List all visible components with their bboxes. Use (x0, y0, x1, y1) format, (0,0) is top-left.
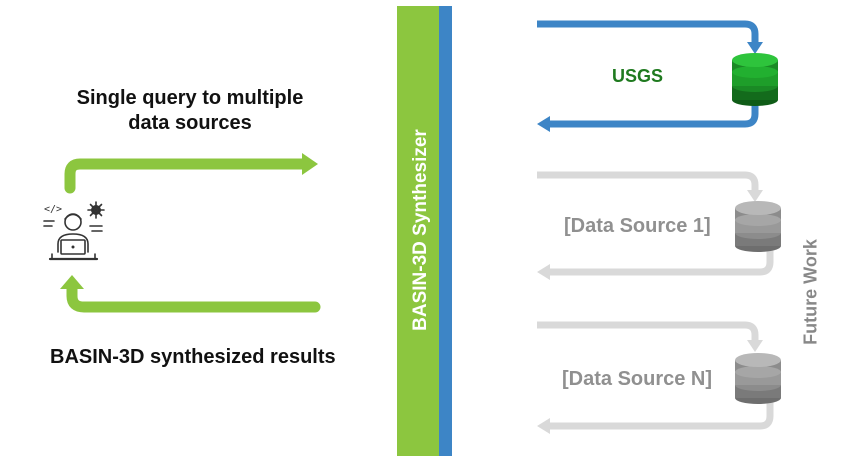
dsn-database-icon (735, 353, 781, 404)
usgs-response-arrow (537, 100, 759, 132)
usgs-database-icon (732, 53, 778, 106)
svg-text:</>: </> (44, 204, 62, 215)
results-label: BASIN-3D synthesized results (50, 346, 336, 368)
synthesizer-bar-green (397, 6, 439, 456)
results-arrow (60, 275, 321, 313)
synthesizer-label: BASIN-3D Synthesizer (410, 129, 431, 331)
query-label: Single query to multiple data sources (76, 87, 304, 134)
dsn-request-arrow (537, 321, 763, 352)
future-work-label: Future Work (800, 239, 821, 345)
synthesizer-bar-blue (439, 6, 452, 456)
usgs-request-arrow (537, 20, 763, 54)
ds1-database-icon (735, 201, 781, 252)
data-source-n-label: [Data Source N] (562, 368, 713, 390)
data-source-1-label: [Data Source 1] (564, 215, 711, 237)
usgs-label: USGS (612, 66, 664, 86)
query-arrow (64, 153, 318, 194)
developer-with-laptop-icon: </> (43, 201, 105, 261)
ds1-response-arrow (537, 246, 774, 280)
dsn-response-arrow (537, 398, 774, 434)
ds1-request-arrow (537, 171, 763, 202)
